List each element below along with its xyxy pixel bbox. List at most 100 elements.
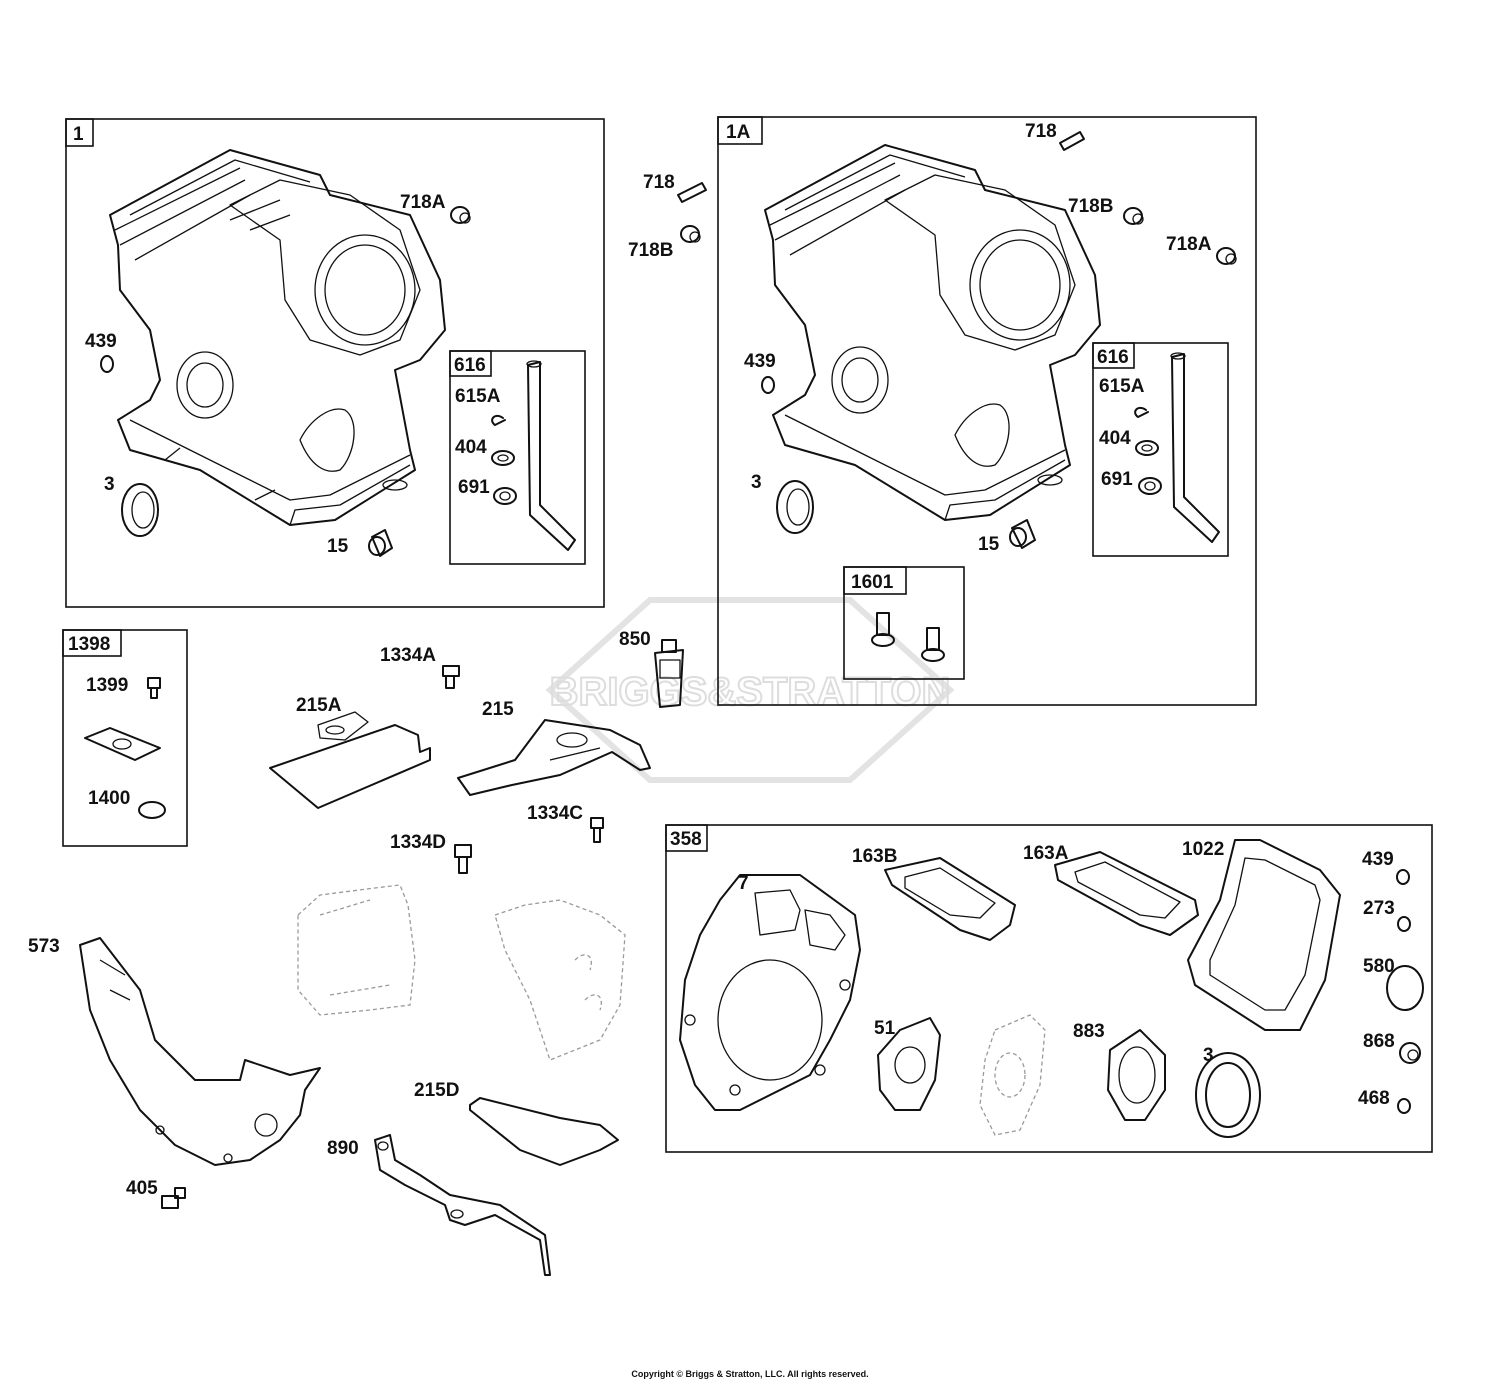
gasket-883[interactable] — [1107, 1029, 1166, 1121]
label-3-set: 3 — [1203, 1045, 1214, 1066]
box-label-1A: 1A — [726, 122, 751, 143]
label-405: 405 — [126, 1178, 158, 1199]
oring-468[interactable] — [1397, 1098, 1411, 1114]
washer-404-right[interactable] — [1135, 440, 1159, 456]
oring-580[interactable] — [1386, 965, 1424, 1011]
grommet-691-left[interactable] — [493, 487, 517, 505]
bolt-1601-b[interactable] — [921, 627, 945, 662]
bolt-1334D[interactable] — [454, 844, 472, 874]
box-label-616-left: 616 — [454, 355, 486, 376]
part-labels: 718A 439 3 15 615A 404 691 718 718B 718 … — [28, 121, 1395, 1199]
bearing-718A-left[interactable] — [450, 206, 471, 224]
seal-3-right[interactable] — [776, 480, 814, 534]
dipstick-tube-left[interactable] — [526, 360, 576, 551]
air-guide-215D[interactable] — [469, 1097, 619, 1166]
label-1400: 1400 — [88, 788, 130, 809]
seal-3-left[interactable] — [121, 483, 159, 537]
label-573: 573 — [28, 936, 60, 957]
washer-404-left[interactable] — [491, 450, 515, 466]
box-label-1398: 1398 — [68, 634, 110, 655]
assembly-box-1601: 1601 — [843, 566, 965, 680]
sleeve-15-left[interactable] — [368, 529, 393, 557]
label-883: 883 — [1073, 1021, 1105, 1042]
label-691-right: 691 — [1101, 469, 1133, 490]
bolt-1334C[interactable] — [590, 817, 604, 843]
bolt-1399[interactable] — [147, 677, 161, 699]
label-439-set: 439 — [1362, 849, 1394, 870]
assembly-box-616-right: 616 — [1092, 342, 1229, 557]
assembly-box-1398: 1398 — [62, 629, 188, 847]
bracket-890[interactable] — [374, 1134, 551, 1276]
label-51: 51 — [874, 1018, 896, 1039]
label-615A-right: 615A — [1099, 376, 1145, 397]
oring-439-set[interactable] — [1396, 869, 1410, 885]
bearing-718A-right[interactable] — [1216, 247, 1237, 265]
pin-718-mid[interactable] — [677, 182, 707, 203]
label-718A-right: 718A — [1166, 234, 1212, 255]
exhaust-gasket-163A[interactable] — [1054, 851, 1199, 936]
label-890: 890 — [327, 1138, 359, 1159]
exhaust-gasket-163B[interactable] — [884, 857, 1016, 941]
cylinder-block-left[interactable] — [109, 149, 446, 526]
label-404-left: 404 — [455, 437, 487, 458]
label-15-left: 15 — [327, 536, 349, 557]
oring-439-left[interactable] — [100, 355, 114, 373]
label-439-right: 439 — [744, 351, 776, 372]
pin-718-right[interactable] — [1059, 131, 1085, 151]
blower-housing-573[interactable] — [79, 937, 321, 1166]
bearing-718B-mid[interactable] — [680, 225, 701, 243]
label-1399: 1399 — [86, 675, 128, 696]
air-guide-215A[interactable] — [269, 711, 431, 809]
head-gasket-7[interactable] — [679, 874, 861, 1111]
bolt-1601-a[interactable] — [871, 612, 895, 647]
label-1022: 1022 — [1182, 839, 1224, 860]
oring-439-right[interactable] — [761, 376, 775, 394]
label-3-right: 3 — [751, 472, 762, 493]
ghost-shroud-right — [494, 899, 626, 1061]
box-label-616-right: 616 — [1097, 347, 1129, 368]
label-273: 273 — [1363, 898, 1395, 919]
box-label-358: 358 — [670, 829, 702, 850]
gasket-51[interactable] — [877, 1017, 941, 1111]
brand-watermark: BRIGGS&STRATTON — [545, 597, 955, 783]
label-1334C: 1334C — [527, 803, 583, 824]
brand-watermark-text: BRIGGS&STRATTON — [550, 670, 951, 714]
label-868: 868 — [1363, 1031, 1395, 1052]
copyright-notice: Copyright © Briggs & Stratton, LLC. All … — [631, 1369, 869, 1379]
oring-273[interactable] — [1397, 916, 1411, 932]
label-3-left: 3 — [104, 474, 115, 495]
label-215: 215 — [482, 699, 514, 720]
label-404-right: 404 — [1099, 428, 1131, 449]
bolt-1334A[interactable] — [442, 665, 460, 689]
cylinder-block-right[interactable] — [764, 144, 1101, 521]
air-guide-215[interactable] — [457, 719, 651, 796]
label-15-right: 15 — [978, 534, 1000, 555]
ghost-gasket — [979, 1014, 1046, 1136]
seal-868[interactable] — [1399, 1042, 1421, 1064]
ghost-shroud-left — [297, 884, 416, 1016]
valve-cover-gasket-1022[interactable] — [1187, 839, 1341, 1031]
dipstick-tube-right[interactable] — [1170, 352, 1220, 543]
sleeve-15-right[interactable] — [1009, 519, 1036, 549]
label-1334D: 1334D — [390, 832, 446, 853]
oring-1400[interactable] — [138, 801, 166, 819]
label-718-mid: 718 — [643, 172, 675, 193]
assembly-box-1: 1 — [65, 118, 605, 608]
bolt-405[interactable] — [161, 1187, 186, 1209]
clip-615A-right[interactable] — [1134, 406, 1149, 418]
label-718-right: 718 — [1025, 121, 1057, 142]
breather-plate[interactable] — [84, 727, 161, 761]
label-718B-right: 718B — [1068, 196, 1113, 217]
label-580: 580 — [1363, 956, 1395, 977]
label-163B: 163B — [852, 846, 897, 867]
seal-3-gasket-set[interactable] — [1195, 1052, 1261, 1138]
bearing-718B-right[interactable] — [1123, 207, 1144, 225]
box-label-1: 1 — [73, 124, 84, 145]
label-215D: 215D — [414, 1080, 459, 1101]
label-468: 468 — [1358, 1088, 1390, 1109]
clip-615A-left[interactable] — [491, 414, 506, 426]
grommet-691-right[interactable] — [1138, 477, 1162, 495]
label-718A-left: 718A — [400, 192, 446, 213]
sealant-tube-850[interactable] — [654, 639, 684, 708]
